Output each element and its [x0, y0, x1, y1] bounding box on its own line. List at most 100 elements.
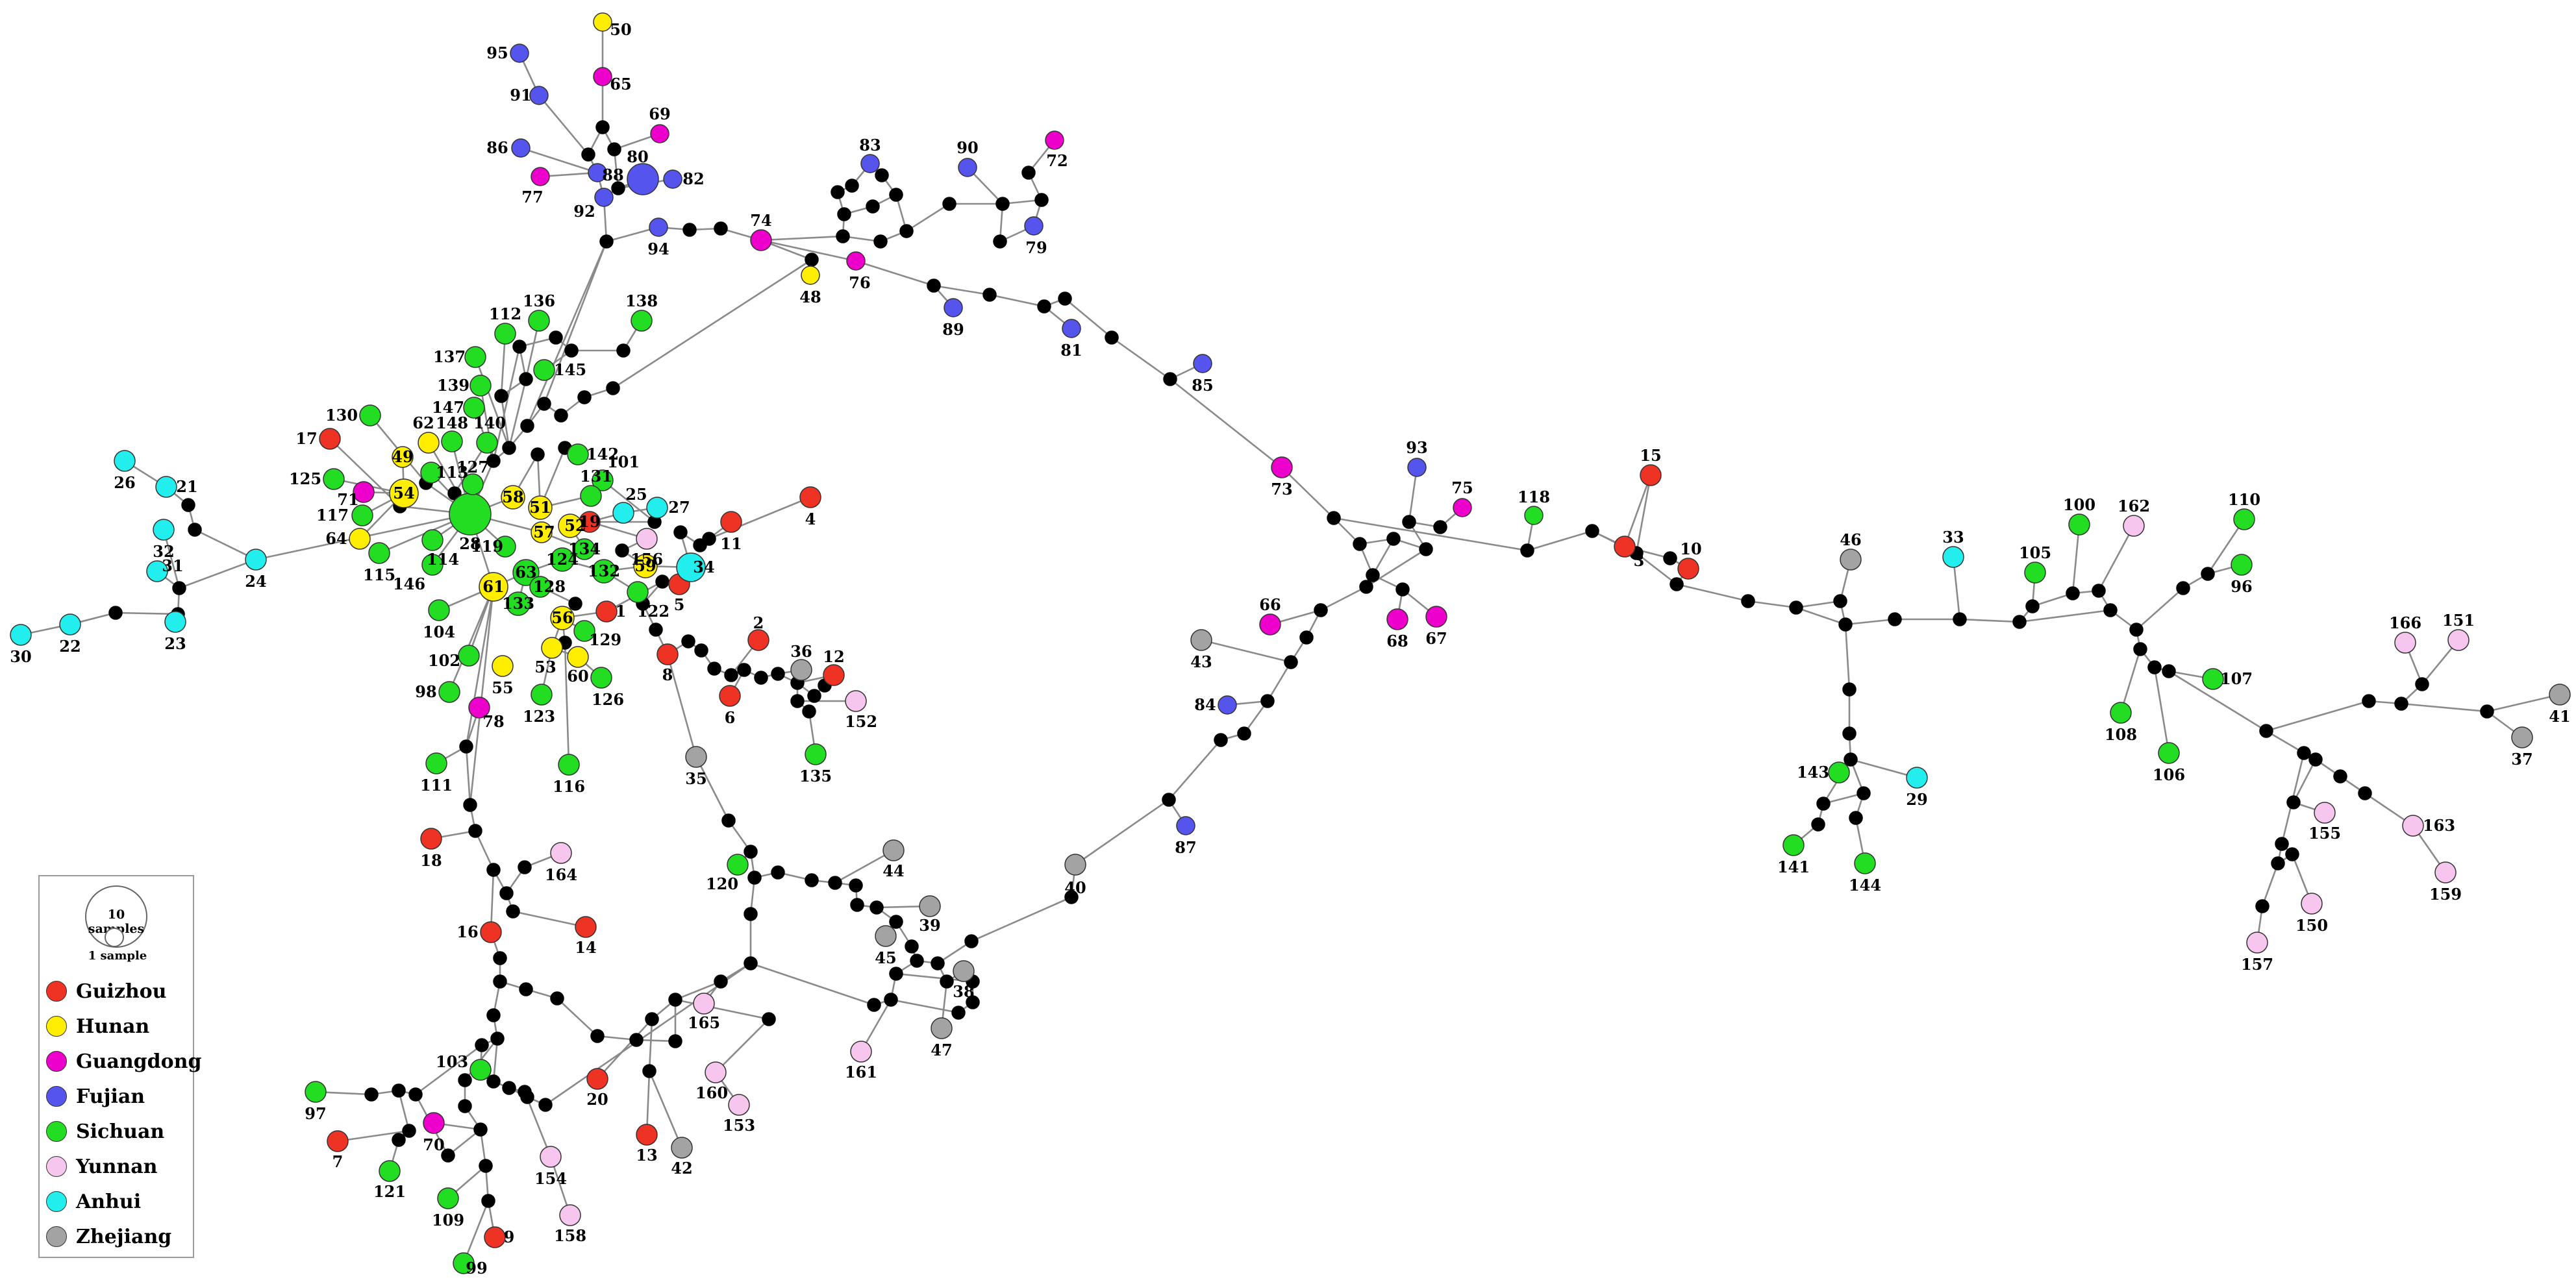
haplotype-node [823, 664, 845, 686]
median-vector [595, 120, 610, 134]
haplotype-label: 24 [245, 572, 266, 591]
haplotype-label: 10 [1680, 539, 1701, 558]
haplotype-node [1640, 464, 1662, 486]
network-edge [2292, 759, 2317, 803]
haplotype-label: 152 [845, 712, 877, 731]
haplotype-label: 94 [647, 240, 669, 258]
median-vector [1058, 291, 1072, 306]
median-vector [805, 873, 819, 887]
haplotype-label: 83 [859, 136, 881, 154]
haplotype-label: 120 [706, 874, 738, 893]
median-vector [1816, 796, 1831, 811]
median-vector [724, 668, 738, 682]
haplotype-node [805, 743, 827, 765]
haplotype-node [720, 511, 742, 533]
haplotype-node [919, 895, 941, 917]
median-vector [828, 876, 842, 890]
haplotype-label: 39 [919, 916, 940, 935]
median-vector [1520, 543, 1534, 558]
network-edge [115, 611, 179, 615]
median-vector [520, 419, 534, 433]
haplotype-node [2402, 815, 2424, 837]
haplotype-node [484, 1226, 506, 1248]
median-vector [771, 865, 785, 880]
median-vector [568, 597, 582, 611]
haplotype-node [850, 1041, 872, 1063]
haplotype-node [114, 450, 136, 472]
haplotype-node [323, 468, 345, 490]
haplotype-label: 12 [823, 647, 844, 666]
network-edge [602, 479, 655, 523]
median-vector [951, 1006, 966, 1020]
median-vector [519, 372, 533, 386]
haplotype-node [657, 643, 679, 665]
haplotype-node [931, 1017, 953, 1039]
haplotype-label: 88 [602, 166, 623, 184]
legend-item: Guangdong [46, 1044, 201, 1079]
haplotype-node [1906, 767, 1928, 789]
haplotype-label: 108 [2105, 725, 2137, 744]
median-vector [392, 1083, 406, 1098]
network-edge [1111, 336, 1171, 380]
median-vector [108, 606, 123, 620]
network-edge [1959, 618, 2020, 623]
haplotype-label: 71 [337, 490, 358, 509]
network-edge [2120, 648, 2142, 713]
haplotype-label: 36 [790, 642, 812, 661]
haplotype-node [953, 960, 975, 982]
network-edge [337, 1130, 410, 1142]
haplotype-node [676, 552, 706, 582]
median-vector [762, 1012, 776, 1026]
median-vector [2358, 786, 2372, 800]
haplotype-label: 144 [1849, 876, 1881, 895]
median-vector [1214, 733, 1228, 747]
median-vector [1741, 594, 1755, 608]
haplotype-label: 97 [305, 1104, 326, 1123]
haplotype-node [1942, 546, 1964, 568]
network-edge [760, 239, 857, 262]
haplotype-label: 98 [415, 682, 436, 701]
haplotype-node [2434, 861, 2457, 883]
network-edge [526, 241, 608, 426]
median-vector [850, 898, 864, 912]
legend-swatch [46, 1156, 67, 1177]
haplotype-label: 44 [882, 861, 904, 880]
legend-swatch [46, 1086, 67, 1107]
network-edge [508, 378, 527, 449]
haplotype-label: 100 [2063, 495, 2095, 514]
median-vector [982, 288, 997, 302]
median-vector [550, 991, 564, 1006]
haplotype-node [1045, 130, 1064, 150]
median-vector [1021, 166, 1036, 180]
network-edge [648, 1019, 653, 1072]
haplotype-node [575, 916, 597, 938]
median-vector [2285, 847, 2299, 861]
haplotype-node [2123, 515, 2145, 537]
median-vector [2362, 694, 2376, 708]
haplotype-label: 11 [720, 534, 742, 553]
haplotype-label: 136 [523, 291, 555, 310]
haplotype-node [10, 624, 32, 646]
haplotype-node [1176, 816, 1195, 835]
median-vector [2286, 795, 2301, 809]
haplotype-node [750, 229, 772, 251]
haplotype-node [2068, 513, 2090, 536]
median-vector [519, 982, 533, 996]
haplotype-node [2314, 802, 2336, 824]
haplotype-label: 27 [668, 498, 690, 517]
haplotype-label: 153 [723, 1116, 755, 1135]
haplotype-label: 135 [799, 767, 832, 785]
median-vector [805, 253, 819, 267]
haplotype-label: 33 [1942, 528, 1964, 547]
haplotype-label: 26 [114, 473, 135, 492]
network-edge [556, 998, 598, 1037]
haplotype-label: 126 [592, 690, 624, 709]
haplotype-node [636, 528, 658, 550]
median-vector [486, 1074, 501, 1089]
haplotype-label: 41 [2549, 707, 2570, 726]
haplotype-node [1782, 834, 1805, 856]
haplotype-label: 90 [957, 138, 978, 157]
network-edge [834, 849, 894, 884]
median-vector [518, 860, 532, 874]
haplotype-label: 129 [589, 630, 621, 649]
